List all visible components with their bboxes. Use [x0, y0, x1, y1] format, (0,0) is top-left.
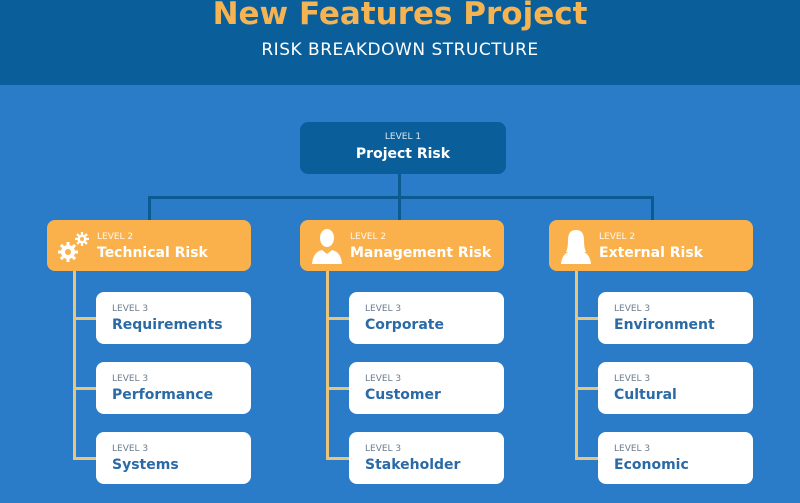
level3-node: LEVEL 3 Performance	[96, 362, 251, 414]
connector	[326, 387, 349, 390]
connector	[575, 387, 598, 390]
level-label: LEVEL 3	[112, 374, 149, 384]
node-name: Economic	[614, 457, 689, 473]
page-subtitle: RISK BREAKDOWN STRUCTURE	[261, 40, 539, 60]
node-name: Project Risk	[355, 146, 451, 162]
level3-node: LEVEL 3 Customer	[349, 362, 504, 414]
page-title: New Features Project	[212, 0, 588, 32]
level1-node-project-risk: LEVEL 1 Project Risk	[300, 122, 506, 174]
level-label: LEVEL 1	[384, 132, 422, 142]
female-user-icon	[559, 228, 593, 264]
level-label: LEVEL 3	[614, 304, 651, 314]
level-label: LEVEL 3	[365, 304, 402, 314]
male-user-icon	[310, 228, 344, 264]
connector	[326, 271, 329, 459]
connector	[73, 457, 96, 460]
level3-node: LEVEL 3 Economic	[598, 432, 753, 484]
connector	[326, 457, 349, 460]
connector	[575, 457, 598, 460]
level3-node: LEVEL 3 Environment	[598, 292, 753, 344]
connector	[148, 196, 654, 199]
level3-node: LEVEL 3 Stakeholder	[349, 432, 504, 484]
connector	[73, 317, 96, 320]
node-name: Performance	[112, 387, 214, 403]
node-name: Stakeholder	[365, 457, 461, 473]
level-label: LEVEL 3	[614, 444, 651, 454]
connector	[148, 196, 151, 220]
connector	[575, 271, 578, 459]
level-label: LEVEL 3	[365, 374, 402, 384]
level-label: LEVEL 2	[599, 232, 636, 242]
node-name: Systems	[112, 457, 179, 473]
gears-icon	[57, 228, 91, 264]
connector	[73, 387, 96, 390]
level3-node: LEVEL 3 Systems	[96, 432, 251, 484]
node-name: Environment	[614, 317, 715, 333]
level-label: LEVEL 3	[365, 444, 402, 454]
node-name: Customer	[365, 387, 441, 403]
connector	[73, 271, 76, 459]
connector	[651, 196, 654, 220]
level3-node: LEVEL 3 Cultural	[598, 362, 753, 414]
level2-node: LEVEL 2 Management Risk	[300, 220, 504, 271]
level2-node: LEVEL 2 External Risk	[549, 220, 753, 271]
level2-node: LEVEL 2 Technical Risk	[47, 220, 251, 271]
connector	[326, 317, 349, 320]
node-name: Corporate	[365, 317, 444, 333]
level-label: LEVEL 3	[112, 304, 149, 314]
node-name: Requirements	[112, 317, 223, 333]
node-name: Management Risk	[350, 245, 492, 261]
node-name: External Risk	[599, 245, 703, 261]
level-label: LEVEL 3	[112, 444, 149, 454]
level3-node: LEVEL 3 Requirements	[96, 292, 251, 344]
level-label: LEVEL 2	[350, 232, 387, 242]
level-label: LEVEL 3	[614, 374, 651, 384]
level3-node: LEVEL 3 Corporate	[349, 292, 504, 344]
level-label: LEVEL 2	[97, 232, 134, 242]
node-name: Cultural	[614, 387, 677, 403]
connector	[575, 317, 598, 320]
node-name: Technical Risk	[97, 245, 208, 261]
header: New Features Project RISK BREAKDOWN STRU…	[0, 0, 800, 85]
